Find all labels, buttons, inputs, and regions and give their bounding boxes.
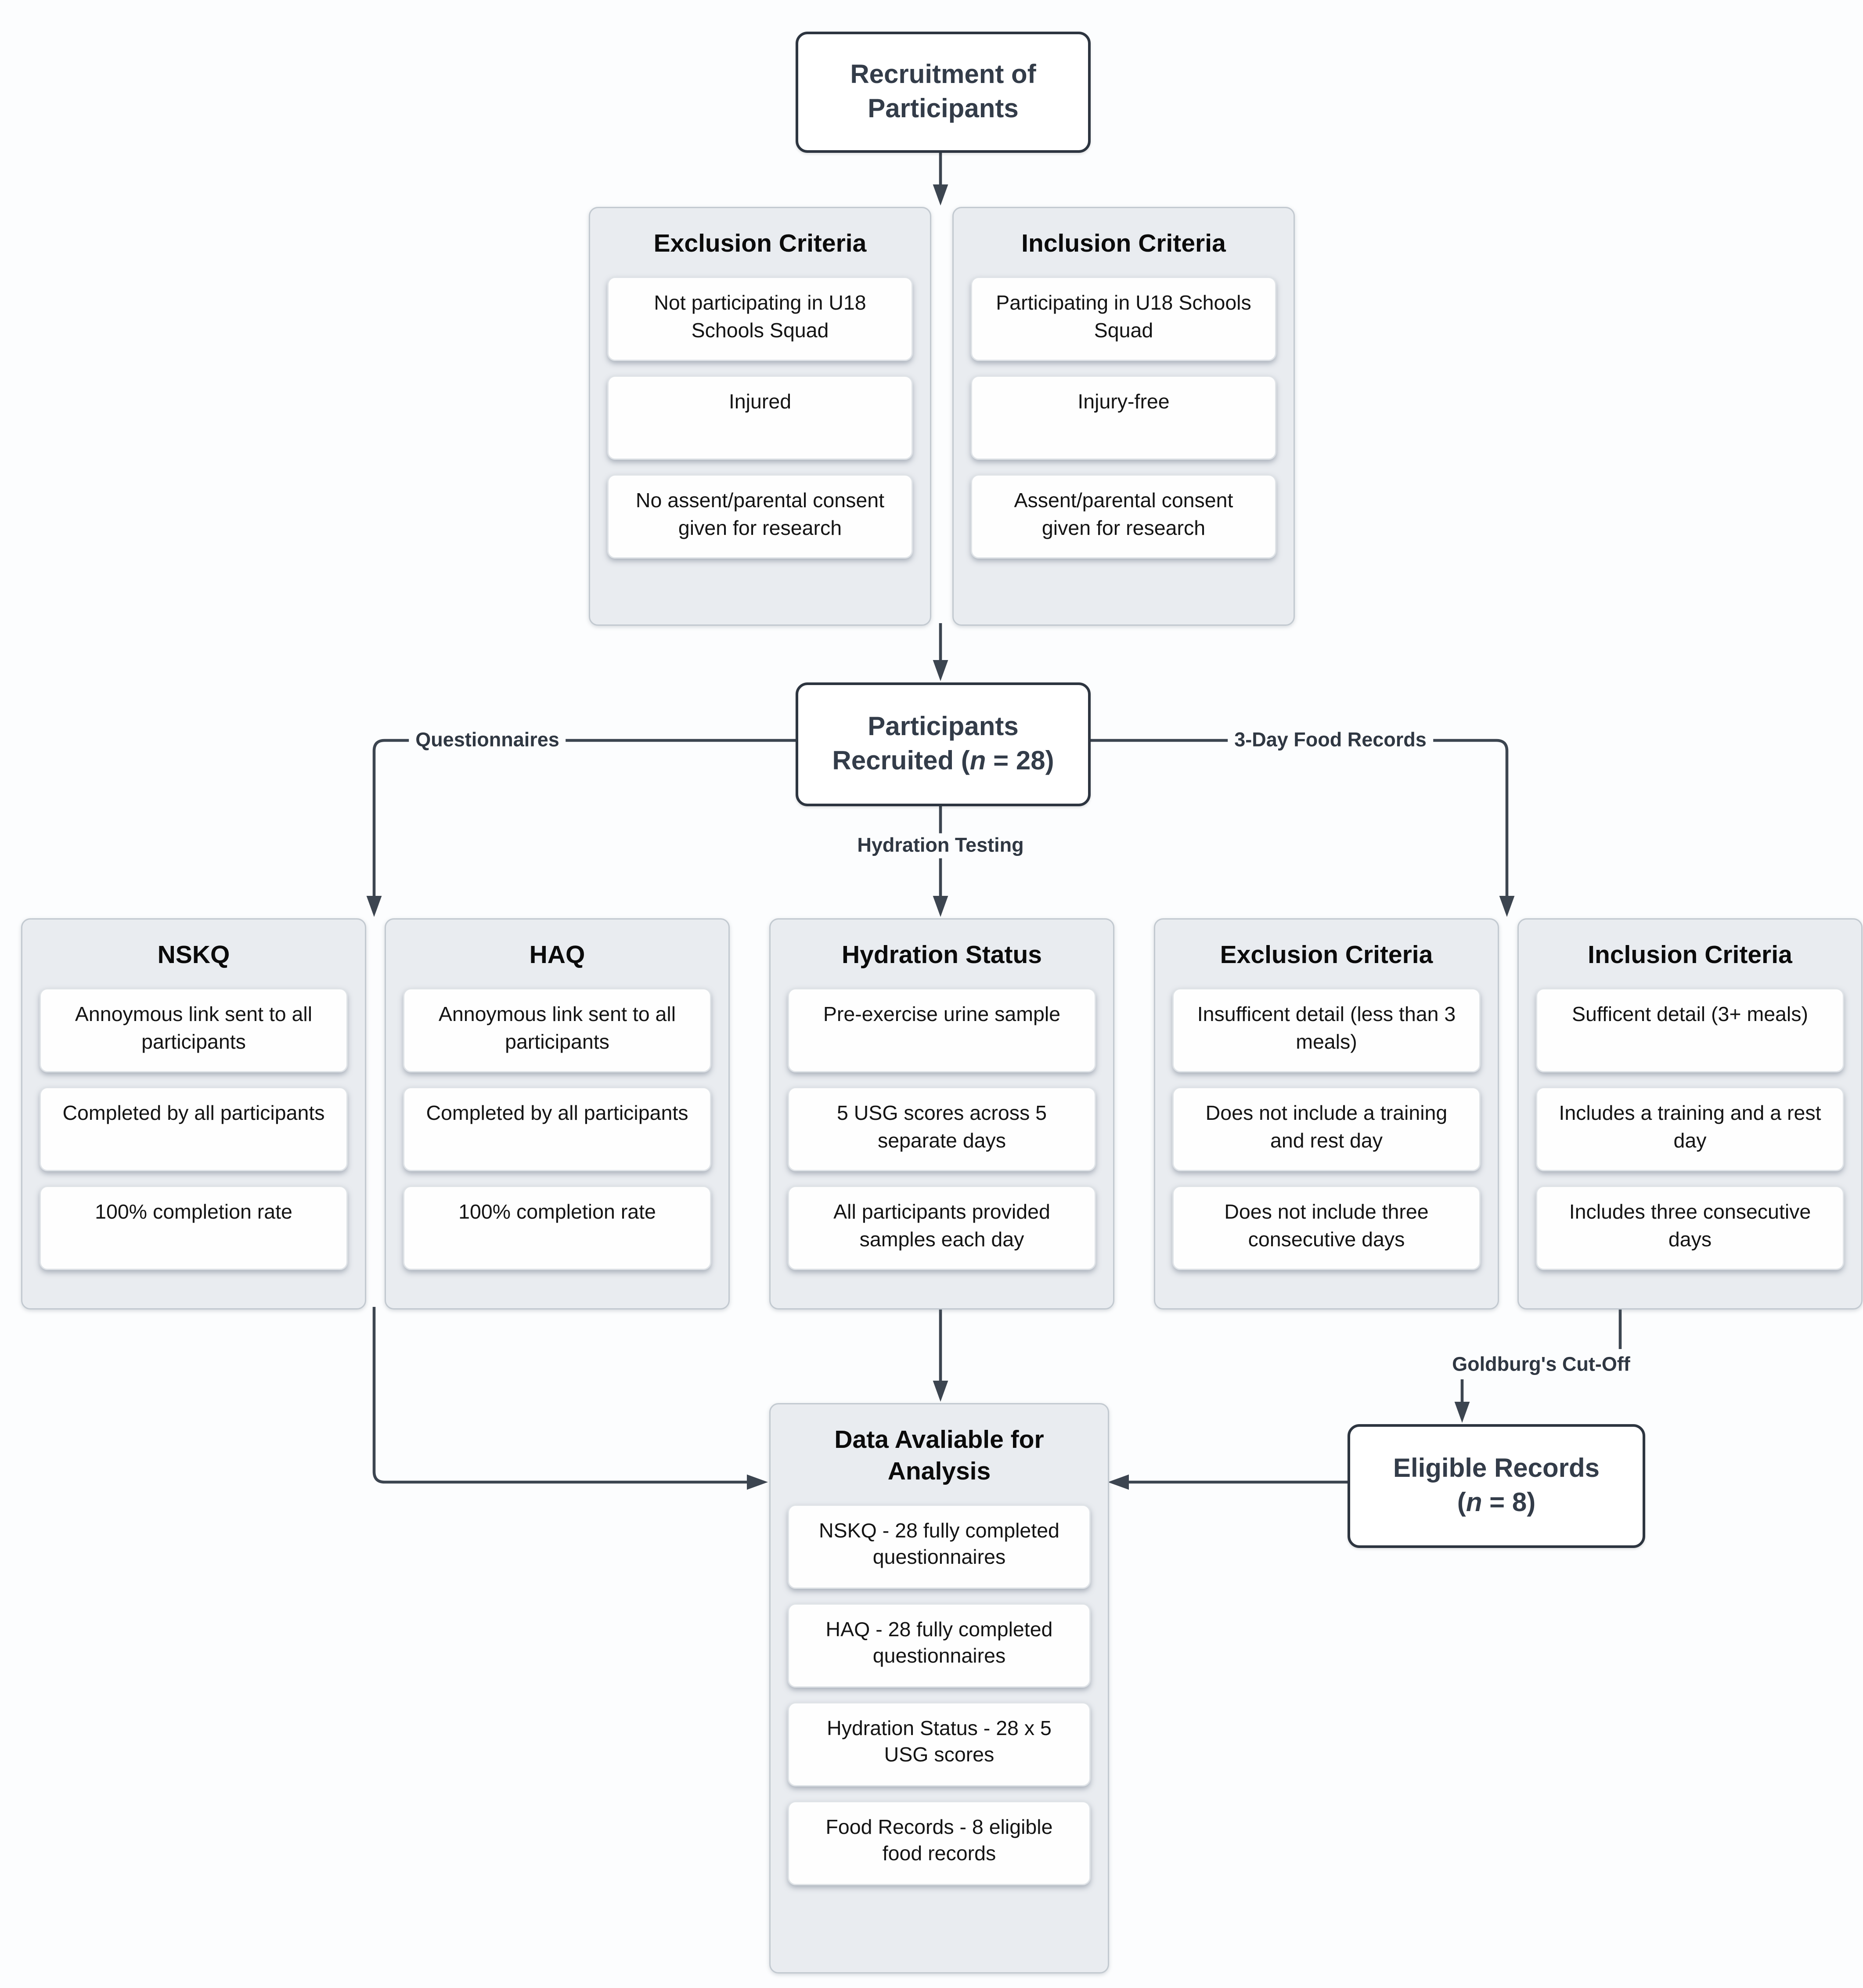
n-variable: n — [969, 747, 986, 776]
panel-exclusion-criteria-food: Exclusion Criteria Insufficent detail (l… — [1154, 918, 1499, 1310]
panel-items: Pre-exercise urine sample 5 USG scores a… — [771, 988, 1113, 1308]
node-recruitment: Recruitment of Participants — [796, 32, 1091, 153]
data-item: Hydration Status - 28 x 5 USG scores — [788, 1701, 1091, 1786]
arrow-questionnaires-to-data — [372, 1307, 748, 1484]
panel-item: Completed by all participants — [403, 1086, 711, 1171]
node-eligible-records: Eligible Records (n = 8) — [1348, 1424, 1645, 1548]
criteria-item: Injury-free — [971, 375, 1276, 460]
panel-item: 100% completion rate — [403, 1185, 711, 1270]
data-item: Food Records - 8 eligible food records — [788, 1800, 1091, 1885]
panel-items: Annoymous link sent to all participants … — [22, 988, 365, 1308]
panel-items: NSKQ - 28 fully completed questionnaires… — [771, 1504, 1108, 1973]
panel-item: Pre-exercise urine sample — [788, 988, 1096, 1072]
panel-item: Completed by all participants — [40, 1086, 348, 1171]
criteria-item: Does not include three consecutive days — [1172, 1185, 1481, 1270]
panel-item: 5 USG scores across 5 separate days — [788, 1086, 1096, 1171]
panel-item: Annoymous link sent to all participants — [403, 988, 711, 1072]
data-item: NSKQ - 28 fully completed questionnaires — [788, 1504, 1091, 1588]
participants-line2: Recruited (n = 28) — [832, 747, 1054, 776]
node-participants-recruited: Participants Recruited (n = 28) — [796, 682, 1091, 806]
panel-items: Insufficent detail (less than 3 meals) D… — [1155, 988, 1498, 1308]
panel-title: Exclusion Criteria — [1220, 942, 1433, 970]
criteria-item: Sufficent detail (3+ meals) — [1536, 988, 1844, 1072]
arrow-questionnaires-branch — [372, 739, 796, 897]
panel-inclusion-criteria-top: Inclusion Criteria Participating in U18 … — [952, 207, 1295, 626]
panel-item: All participants provided samples each d… — [788, 1185, 1096, 1270]
panel-items: Not participating in U18 Schools Squad I… — [590, 276, 930, 624]
edge-label-goldburg-cutoff: Goldburg's Cut-Off — [1445, 1352, 1637, 1378]
panel-items: Sufficent detail (3+ meals) Includes a t… — [1519, 988, 1861, 1308]
arrowheads — [366, 184, 1515, 1490]
eligible-line2: (n = 8) — [1457, 1489, 1536, 1518]
panel-nskq: NSKQ Annoymous link sent to all particip… — [21, 918, 366, 1310]
panel-items: Annoymous link sent to all participants … — [386, 988, 728, 1308]
criteria-item: Includes three consecutive days — [1536, 1185, 1844, 1270]
panel-title: NSKQ — [157, 942, 230, 970]
data-item: HAQ - 28 fully completed questionnaires — [788, 1602, 1091, 1687]
criteria-item: Insufficent detail (less than 3 meals) — [1172, 988, 1481, 1072]
panel-title: HAQ — [529, 942, 585, 970]
panel-data-available: Data Avaliable for Analysis NSKQ - 28 fu… — [769, 1403, 1109, 1974]
arrow-food-records-branch — [1085, 739, 1509, 897]
criteria-item: Participating in U18 Schools Squad — [971, 276, 1276, 361]
criteria-item: No assent/parental consent given for res… — [607, 474, 913, 559]
panel-hydration-status: Hydration Status Pre-exercise urine samp… — [769, 918, 1114, 1310]
panel-item: 100% completion rate — [40, 1185, 348, 1270]
panel-item: Annoymous link sent to all participants — [40, 988, 348, 1072]
panel-title: Inclusion Criteria — [1021, 231, 1226, 258]
panel-items: Participating in U18 Schools Squad Injur… — [954, 276, 1294, 624]
criteria-item: Not participating in U18 Schools Squad — [607, 276, 913, 361]
n-variable: n — [1466, 1489, 1482, 1518]
participants-line1: Participants — [868, 713, 1019, 742]
panel-inclusion-criteria-food: Inclusion Criteria Sufficent detail (3+ … — [1517, 918, 1863, 1310]
criteria-item: Includes a training and a rest day — [1536, 1086, 1844, 1171]
edge-label-hydration-testing: Hydration Testing — [850, 833, 1031, 859]
criteria-item: Assent/parental consent given for resear… — [971, 474, 1276, 559]
panel-title: Inclusion Criteria — [1588, 942, 1792, 970]
panel-title: Data Avaliable for Analysis — [834, 1427, 1044, 1486]
criteria-item: Injured — [607, 375, 913, 460]
node-recruitment-title: Recruitment of Participants — [850, 61, 1036, 124]
panel-exclusion-criteria-top: Exclusion Criteria Not participating in … — [589, 207, 931, 626]
edge-label-food-records: 3-Day Food Records — [1228, 728, 1433, 753]
edge-label-questionnaires: Questionnaires — [409, 728, 566, 753]
panel-title: Hydration Status — [841, 942, 1042, 970]
eligible-line1: Eligible Records — [1393, 1454, 1600, 1483]
panel-title: Exclusion Criteria — [653, 231, 867, 258]
panel-haq: HAQ Annoymous link sent to all participa… — [385, 918, 730, 1310]
criteria-item: Does not include a training and rest day — [1172, 1086, 1481, 1171]
